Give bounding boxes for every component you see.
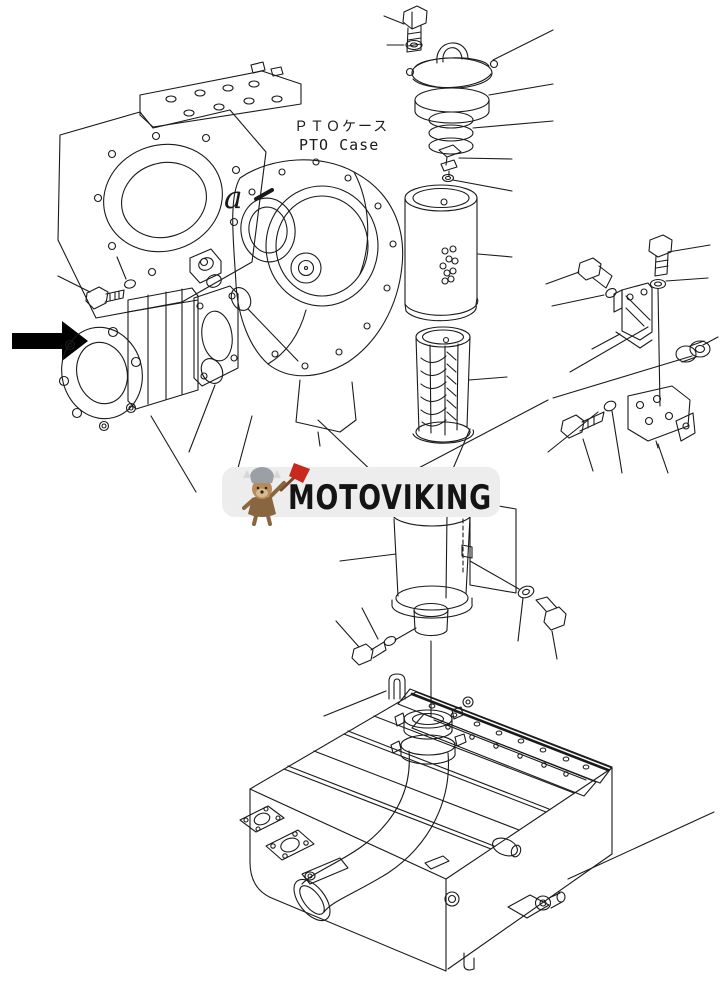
tube-clamp [388, 673, 406, 700]
bolt-drawing [402, 5, 428, 53]
bushing-drawing [675, 340, 711, 363]
canister-bolt-right [535, 596, 567, 631]
bellows-spring-drawing [428, 111, 474, 155]
gasket-and-orings-drawing [188, 248, 299, 453]
pump-o-ring-drawing [124, 279, 136, 289]
pump-bolt-drawing [85, 286, 125, 310]
pump-mount-flange [193, 285, 239, 387]
helmet [250, 467, 274, 483]
filter-element-drawing [404, 184, 513, 322]
hydraulic-tank-drawing [239, 673, 715, 972]
brand-wordmark: MOTOVIKING [288, 478, 492, 518]
axe-blade [289, 463, 310, 483]
bracket-bolt-lower [560, 411, 605, 439]
view-marker-label: a [224, 180, 242, 216]
upper-bracket-drawing [613, 282, 653, 349]
tank-top-plate [397, 688, 613, 797]
suction-tube-drawing [293, 750, 450, 922]
view-marker-tick [254, 188, 274, 201]
cap-flange-drawing [414, 87, 490, 124]
pto-case-label-jp: ＰＴＯケース [294, 119, 389, 135]
direction-arrow [12, 321, 88, 361]
bracket-group-drawing [545, 234, 719, 474]
bracket-bolt-vertical [648, 234, 673, 277]
viking-mascot-icon [242, 463, 310, 526]
flywheel-housing-drawing [57, 61, 302, 319]
filter-canister-drawing [335, 498, 567, 718]
strainer-drawing [391, 326, 549, 483]
watermark-banner: MOTOVIKING [222, 463, 500, 526]
washer-drawing [405, 39, 423, 51]
pump-body [127, 287, 199, 410]
pto-case-drawing [232, 158, 471, 514]
o-ring-drawing [441, 173, 455, 183]
hydraulic-pump-drawing [12, 256, 239, 493]
pto-case-label-en: PTO Case [299, 136, 379, 154]
tank-body [239, 691, 613, 972]
canister-spigot [413, 602, 449, 637]
lower-bracket-drawing [627, 385, 696, 449]
breather-valve-drawing [438, 144, 462, 177]
bracket-bolt-angled [577, 257, 613, 289]
pump-rear-cover [58, 326, 143, 432]
filler-cap-assembly-drawing [383, 5, 554, 192]
filter-holes [439, 245, 459, 285]
